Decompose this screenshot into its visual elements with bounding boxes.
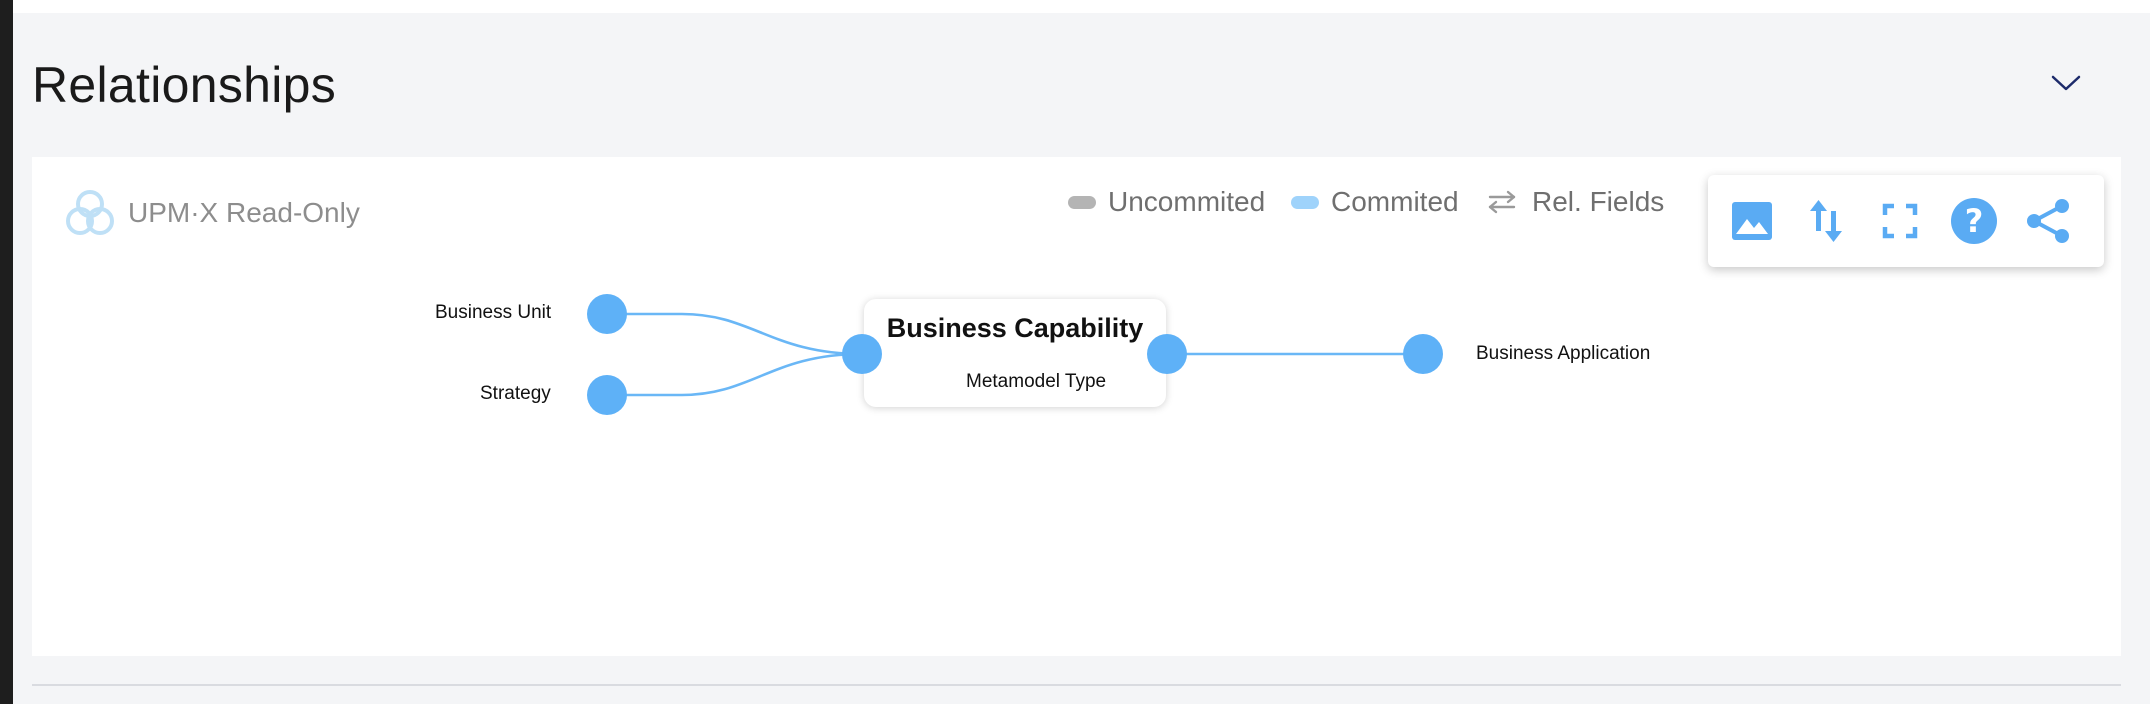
export-image-button[interactable] — [1728, 197, 1776, 245]
help-icon: ? — [1951, 198, 1997, 244]
share-button[interactable] — [2024, 197, 2072, 245]
chevron-down-icon — [2051, 75, 2081, 91]
previous-section-bottom — [13, 0, 2150, 13]
edge-business-unit — [607, 312, 863, 356]
sort-arrows-icon — [1810, 200, 1842, 242]
node-label-business-application: Business Application — [1476, 343, 1651, 364]
uncommitted-swatch — [1068, 195, 1096, 209]
graph-toolbar: ? — [1708, 175, 2104, 267]
center-node-subtitle: Metamodel Type — [966, 371, 1107, 392]
node-label-strategy: Strategy — [480, 383, 551, 404]
triquetra-logo-icon — [66, 190, 114, 235]
center-node-card[interactable]: Business Capability Metamodel Type — [864, 299, 1166, 407]
help-button[interactable]: ? — [1950, 197, 1998, 245]
edge-strategy — [607, 352, 863, 397]
brand-label: UPM·X Read-Only — [128, 197, 360, 228]
committed-swatch — [1291, 195, 1319, 209]
section-title: Relationships — [32, 57, 337, 113]
center-node-title: Business Capability — [886, 313, 1144, 343]
window-edge — [0, 0, 13, 704]
fullscreen-icon — [1882, 203, 1918, 239]
sort-button[interactable] — [1802, 197, 1850, 245]
svg-text:?: ? — [1965, 202, 1984, 240]
relationships-panel: UPM·X Read-Only Uncommited Commited Rel.… — [32, 157, 2121, 656]
legend-uncommitted: Uncommited — [1068, 186, 1265, 218]
legend-committed-label: Commited — [1331, 186, 1459, 217]
legend-rel-fields[interactable]: Rel. Fields — [1486, 186, 1664, 218]
legend-uncommitted-label: Uncommited — [1108, 186, 1266, 217]
share-icon — [2027, 199, 2069, 243]
section-divider — [32, 684, 2121, 686]
legend-committed: Commited — [1291, 186, 1459, 218]
collapse-button[interactable] — [2048, 66, 2084, 102]
brand: UPM·X Read-Only — [62, 187, 360, 239]
legend-rel-fields-label: Rel. Fields — [1532, 186, 1665, 217]
relationship-graph — [607, 312, 1423, 397]
node-label-business-unit: Business Unit — [435, 302, 552, 323]
image-icon — [1732, 202, 1772, 240]
swap-arrows-icon — [1488, 190, 1516, 214]
fullscreen-button[interactable] — [1876, 197, 1924, 245]
